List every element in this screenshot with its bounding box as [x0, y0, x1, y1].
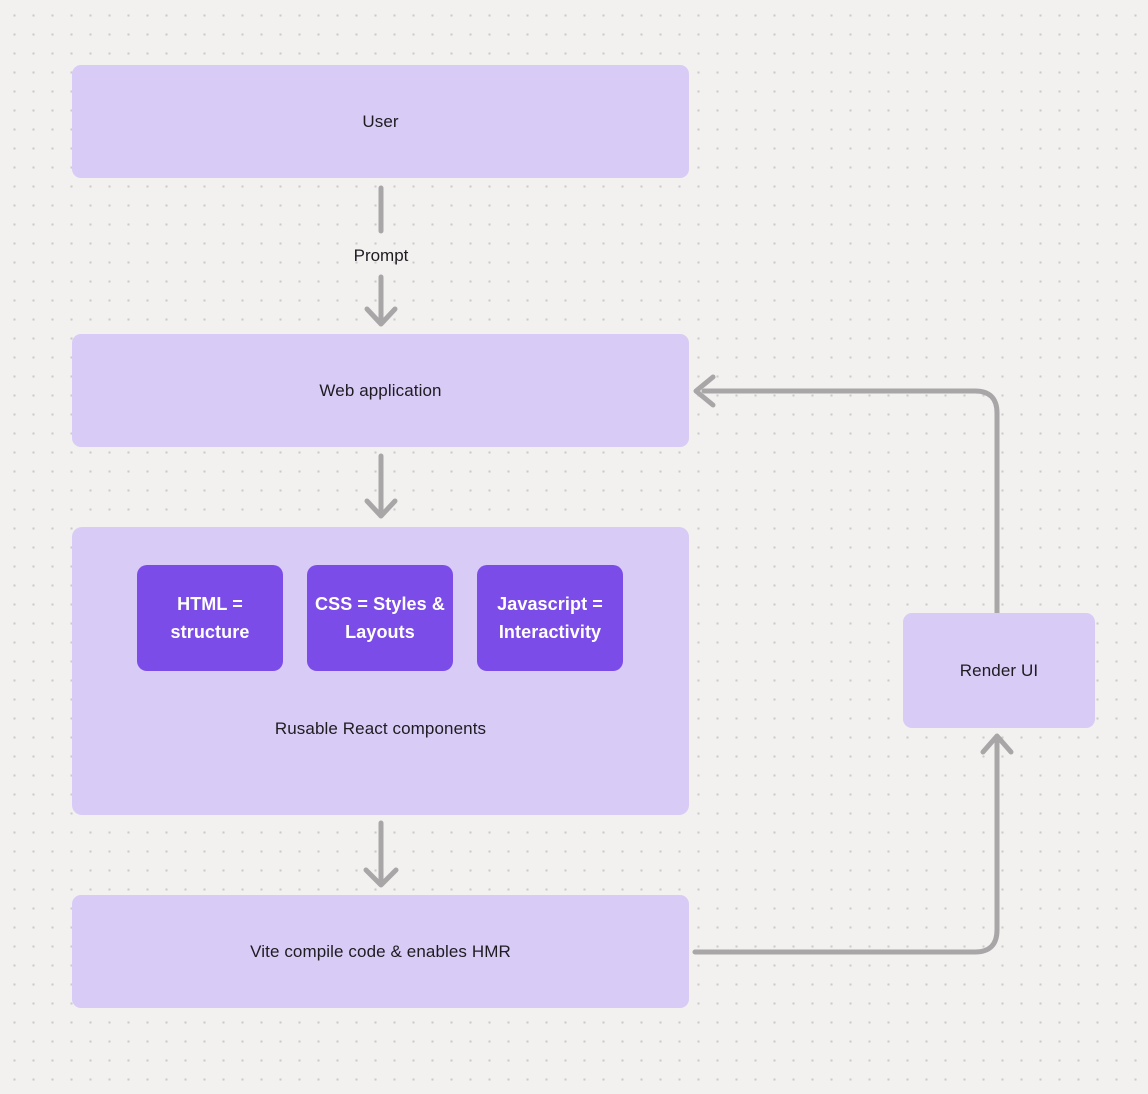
arrowhead-up-icon [980, 733, 1014, 755]
edge-render-webapp-line [701, 388, 1000, 616]
edge-label-prompt: Prompt [353, 246, 409, 265]
arrowhead-down-icon [363, 867, 399, 888]
chip-css: CSS = Styles & Layouts [307, 565, 453, 671]
arrowhead-left-icon [693, 374, 716, 408]
node-user: User [72, 65, 689, 178]
arrowhead-down-icon [364, 498, 398, 519]
node-render-ui: Render UI [903, 613, 1095, 728]
node-vite: Vite compile code & enables HMR [72, 895, 689, 1008]
arrowhead-down-icon [364, 306, 398, 327]
node-web-application: Web application [72, 334, 689, 447]
chip-html: HTML = structure [137, 565, 283, 671]
chip-javascript: Javascript = Interactivity [477, 565, 623, 671]
components-group-caption: Rusable React components [274, 719, 487, 738]
edge-vite-render-line [692, 739, 1000, 955]
node-components-group: HTML = structure CSS = Styles & Layouts … [72, 527, 689, 815]
